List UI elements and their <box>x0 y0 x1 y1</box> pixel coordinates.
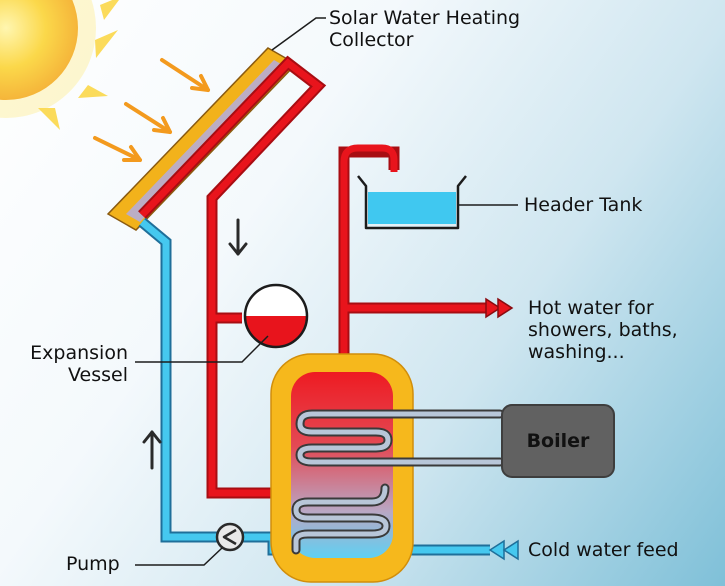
cold-water-feed-label: Cold water feed <box>528 539 679 561</box>
boiler-label: Boiler <box>526 430 590 452</box>
cold-feed-inlet-arrow-icon <box>488 539 519 561</box>
hot-water-label-line-2: showers, baths, <box>528 319 678 341</box>
hot-water-label-line-1: Hot water for <box>528 297 654 319</box>
pump-leader-line <box>135 547 223 566</box>
boiler <box>501 404 615 478</box>
collector-label-line-2: Collector <box>329 29 414 51</box>
sun-ray-arrow-3 <box>93 136 142 162</box>
collector-label-line-1: Solar Water Heating <box>329 7 521 29</box>
leader-lines <box>135 17 518 566</box>
pump-label: Pump <box>66 553 120 575</box>
sun-rays <box>93 58 210 162</box>
header-tank <box>357 175 467 230</box>
header-tank-label: Header Tank <box>524 194 643 216</box>
sun-ray-arrow-1 <box>160 58 210 92</box>
collector-label: Solar Water Heating Collector <box>329 7 520 51</box>
expansion-vessel <box>243 283 309 349</box>
hot-water-cylinder <box>270 353 505 583</box>
hot-water-label-line-3: washing... <box>528 341 625 363</box>
down-flow-arrow <box>228 218 248 256</box>
sun-ray-arrow-2 <box>124 102 172 134</box>
sun-icon <box>0 0 119 130</box>
expansion-label-line-1: Expansion <box>30 342 128 364</box>
expansion-label-line-2: Vessel <box>68 364 128 386</box>
hot-water-outlet-arrow-icon <box>485 297 514 319</box>
up-flow-arrow <box>142 430 162 470</box>
expansion-vessel-label: Expansion Vessel <box>8 342 128 386</box>
pump-icon <box>215 522 245 552</box>
hot-water-label: Hot water for showers, baths, washing... <box>528 297 678 363</box>
collector-leader-line <box>271 17 326 51</box>
expansion-leader-line <box>135 335 269 363</box>
